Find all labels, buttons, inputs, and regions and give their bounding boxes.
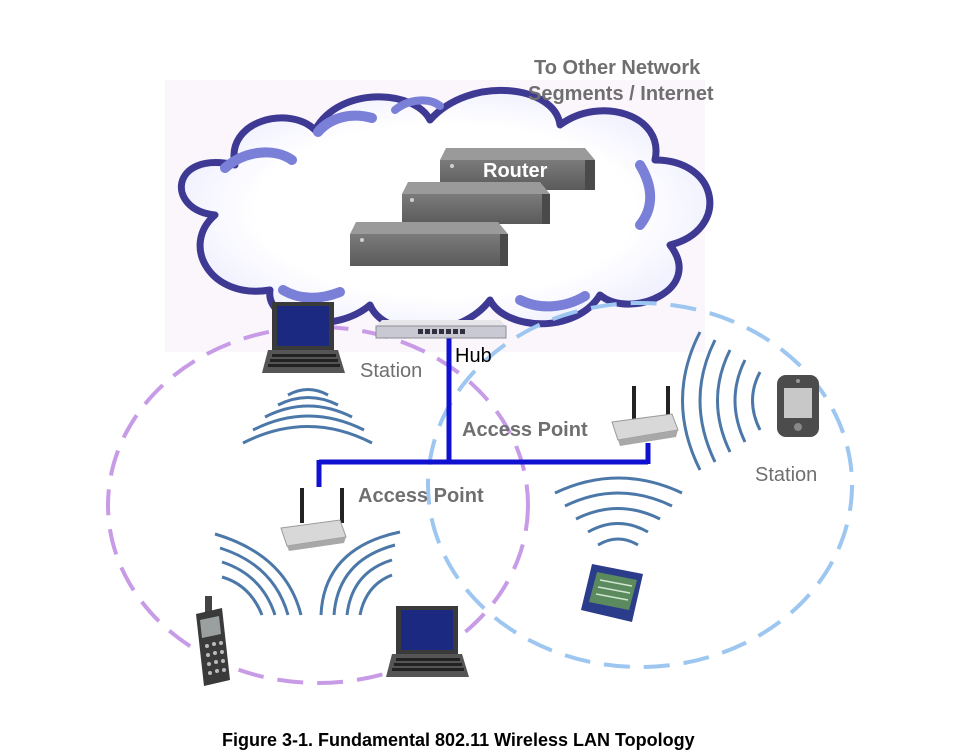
- network-label-line2: Segments / Internet: [528, 83, 714, 105]
- ethernet-wiring: [316, 338, 651, 487]
- station-label-right: Station: [755, 464, 818, 486]
- bss-right-boundary: [426, 301, 854, 669]
- network-label-line1: To Other Network: [534, 57, 701, 79]
- access-point-label-lower: Access Point: [358, 485, 484, 507]
- access-point-icon: [280, 488, 347, 551]
- wireless-wave-icon: [554, 476, 683, 547]
- laptop-icon: [386, 606, 469, 677]
- pda-icon: [777, 375, 819, 437]
- access-point-icon: [611, 386, 679, 446]
- wireless-wave-icon: [681, 331, 762, 471]
- router-icon: [350, 148, 595, 266]
- wireless-wave-icon: [242, 388, 373, 445]
- hub-label: Hub: [455, 345, 492, 367]
- access-point-label-upper: Access Point: [462, 419, 588, 441]
- wireless-wave-icon: [214, 532, 303, 616]
- wireless-wave-icon: [319, 530, 401, 616]
- cell-phone-icon: [196, 596, 230, 686]
- hub-icon: [375, 320, 507, 339]
- bss-left-boundary: [106, 325, 530, 685]
- figure-caption: Figure 3-1. Fundamental 802.11 Wireless …: [222, 730, 695, 750]
- station-label-left: Station: [360, 360, 423, 382]
- router-label: Router: [483, 160, 548, 182]
- pda-icon: [581, 564, 643, 622]
- laptop-icon: [262, 302, 345, 373]
